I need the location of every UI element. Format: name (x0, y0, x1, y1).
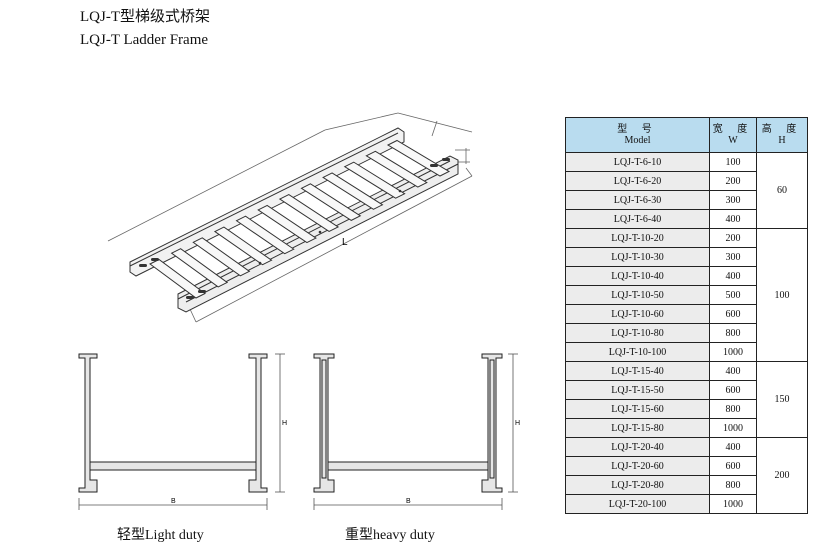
header-model: 型 号 Model (565, 117, 710, 153)
width-cell: 400 (709, 209, 757, 229)
ladder-rung (365, 150, 428, 188)
width-cell: 1000 (709, 418, 757, 438)
heavy-width-label: B (406, 498, 411, 505)
width-cell: 300 (709, 190, 757, 210)
width-cell: 800 (709, 475, 757, 495)
header-height-zh: 高 度 (761, 124, 803, 135)
width-cell: 400 (709, 361, 757, 381)
ladder-rung (300, 183, 362, 221)
ladder-rung (343, 161, 406, 199)
width-cell: 400 (709, 437, 757, 457)
ladder-rung (386, 139, 451, 177)
length-dimension-label: L (342, 237, 348, 248)
heavy-duty-cross-section: H B (313, 353, 520, 510)
model-cell: LQJ-T-6-40 (565, 209, 710, 229)
model-cell: LQJ-T-20-100 (565, 494, 710, 514)
header-width-en: W (728, 135, 738, 146)
model-cell: LQJ-T-6-30 (565, 190, 710, 210)
width-cell: 600 (709, 456, 757, 476)
width-cell: 400 (709, 266, 757, 286)
model-cell: LQJ-T-15-60 (565, 399, 710, 419)
model-cell: LQJ-T-10-50 (565, 285, 710, 305)
title-chinese: LQJ-T型梯级式桥架 (80, 9, 210, 25)
width-cell: 600 (709, 304, 757, 324)
header-model-en: Model (624, 135, 651, 146)
ladder-rung (235, 215, 295, 255)
width-cell: 800 (709, 323, 757, 343)
ladder-rung (322, 172, 384, 210)
ladder-rung (213, 226, 273, 266)
header-width: 宽 度 W (709, 117, 757, 153)
ladder-rung (278, 194, 340, 233)
ladder-rung (192, 237, 251, 277)
model-cell: LQJ-T-10-100 (565, 342, 710, 362)
caption-heavy-duty: 重型heavy duty (345, 528, 435, 543)
width-cell: 800 (709, 399, 757, 419)
model-cell: LQJ-T-10-80 (565, 323, 710, 343)
header-height: 高 度 H (756, 117, 808, 153)
width-cell: 1000 (709, 342, 757, 362)
model-cell: LQJ-T-20-40 (565, 437, 710, 457)
width-cell: 200 (709, 228, 757, 248)
model-cell: LQJ-T-15-50 (565, 380, 710, 400)
ladder-tray-isometric-drawing: L (107, 112, 473, 323)
light-width-label: B (171, 498, 176, 505)
width-cell: 300 (709, 247, 757, 267)
model-cell: LQJ-T-10-20 (565, 228, 710, 248)
model-cell: LQJ-T-6-20 (565, 171, 710, 191)
height-cell: 150 (756, 361, 808, 438)
header-height-en: H (778, 135, 786, 146)
caption-light-duty: 轻型Light duty (117, 528, 204, 543)
model-cell: LQJ-T-15-80 (565, 418, 710, 438)
width-cell: 600 (709, 380, 757, 400)
light-duty-cross-section: H B (78, 353, 287, 510)
heavy-height-label: H (515, 420, 520, 427)
model-cell: LQJ-T-10-30 (565, 247, 710, 267)
model-cell: LQJ-T-15-40 (565, 361, 710, 381)
header-width-zh: 宽 度 (712, 124, 754, 135)
height-cell: 200 (756, 437, 808, 514)
light-height-label: H (282, 420, 287, 427)
height-cell: 60 (756, 152, 808, 229)
table-header-row: 型 号 Model 宽 度 W 高 度 H (565, 117, 808, 153)
width-cell: 500 (709, 285, 757, 305)
height-cell: 100 (756, 228, 808, 362)
model-cell: LQJ-T-10-40 (565, 266, 710, 286)
model-cell: LQJ-T-20-80 (565, 475, 710, 495)
model-cell: LQJ-T-20-60 (565, 456, 710, 476)
width-cell: 100 (709, 152, 757, 172)
width-cell: 1000 (709, 494, 757, 514)
model-cell: LQJ-T-10-60 (565, 304, 710, 324)
header-model-zh: 型 号 (617, 124, 658, 135)
width-cell: 200 (709, 171, 757, 191)
ladder-rung (170, 248, 229, 288)
title-english: LQJ-T Ladder Frame (80, 32, 209, 48)
ladder-rung (257, 204, 317, 244)
model-cell: LQJ-T-6-10 (565, 152, 710, 172)
